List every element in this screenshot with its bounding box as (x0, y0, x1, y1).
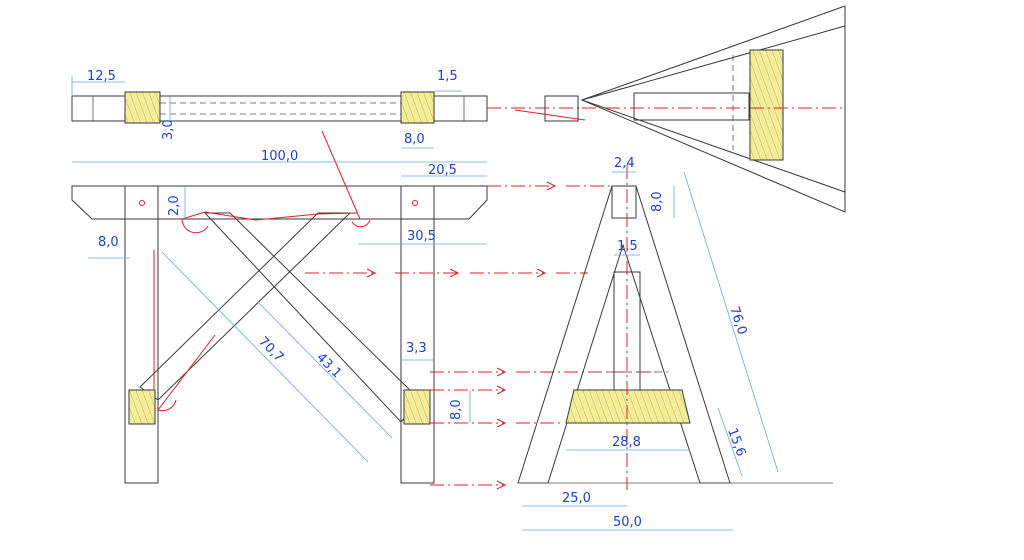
dim-label-28-8: 28,8 (612, 435, 641, 450)
bolt-hole-right-icon (412, 200, 418, 206)
dim-label-15-6: 15,6 (724, 426, 748, 458)
dim-label-8-0-block: 8,0 (449, 399, 464, 420)
front-elevation (71, 130, 660, 490)
projection-arrows (305, 181, 660, 490)
gusset-inner-bottom (581, 99, 846, 193)
dim-label-2-4: 2,4 (614, 156, 635, 171)
dim-label-1-5-side: 1,5 (617, 239, 638, 254)
angle-arc-bottom (157, 399, 177, 412)
dim-label-30-5: 30,5 (407, 229, 436, 244)
side-brace-section (565, 389, 691, 424)
dim-label-8-0-top: 8,0 (404, 132, 425, 147)
dim-label-8-0-side: 8,0 (650, 191, 665, 212)
top-view-projection-line (514, 109, 586, 121)
dim-label-50-0: 50,0 (613, 515, 642, 530)
leg-section-left (124, 91, 161, 124)
brace-angle-line (321, 130, 361, 220)
brace-block-right (403, 389, 431, 425)
gusset-inner-top (581, 25, 846, 101)
leg-section-right (400, 91, 435, 124)
top-view (71, 91, 586, 124)
dimension-lines (71, 76, 779, 531)
gusset-wood-section (749, 49, 784, 161)
dim-label-25-0: 25,0 (562, 491, 591, 506)
dimension-labels: 12,5 1,5 3,0 8,0 100,0 20,5 2,0 8,0 30,5… (87, 69, 749, 530)
brace-lower-construction-line (157, 334, 216, 411)
side-top-gusset-view (580, 5, 846, 213)
dim-label-3-3: 3,3 (406, 341, 427, 356)
dim-label-76-0: 76,0 (726, 305, 749, 337)
angle-arc-left (181, 218, 209, 234)
dim-label-70-7: 70,7 (255, 334, 286, 365)
dim-label-1-5: 1,5 (437, 69, 458, 84)
top-beam-end (611, 185, 637, 219)
side-elevation (517, 165, 833, 490)
brace-top-construction-line (181, 211, 359, 221)
dim-label-43-1: 43,1 (313, 350, 344, 381)
dim-label-8-0-left: 8,0 (98, 235, 119, 250)
leg-right (400, 185, 435, 484)
leg-left (124, 185, 159, 484)
brace-block-left (128, 389, 156, 425)
dim-label-100-0: 100,0 (261, 149, 298, 164)
top-beam-front (71, 185, 488, 220)
bolt-hole-left-icon (139, 200, 145, 206)
dim-label-3-0: 3,0 (161, 119, 176, 140)
dim-label-20-5: 20,5 (428, 163, 457, 178)
gusset-triangle (580, 5, 846, 213)
angle-arc-right (351, 219, 371, 228)
diagonal-brace-b (139, 212, 352, 401)
beam-end-stub (544, 95, 579, 122)
gusset-inner-rail (633, 92, 750, 121)
dim-label-2-0: 2,0 (167, 195, 182, 216)
dim-label-12-5: 12,5 (87, 69, 116, 84)
